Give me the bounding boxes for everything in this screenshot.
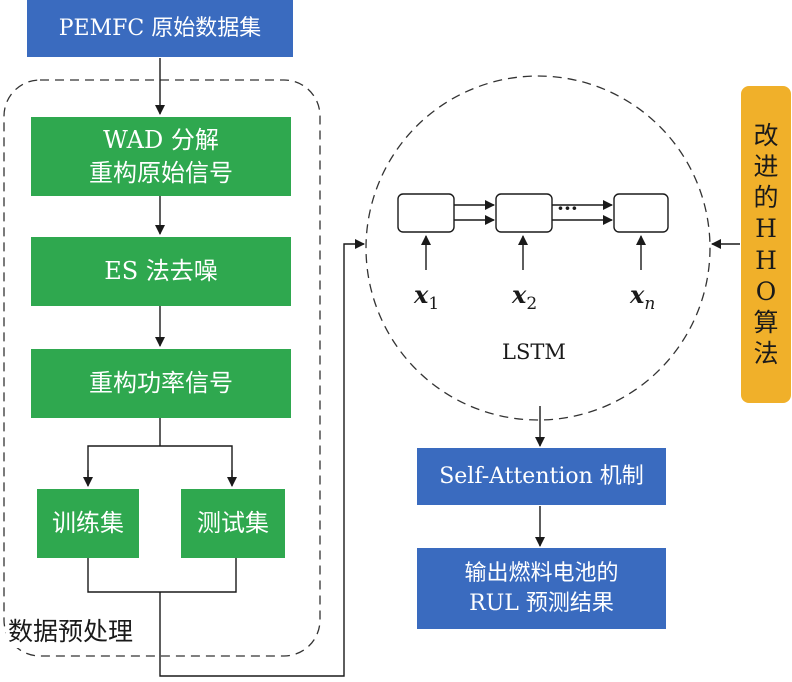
hho-char-7: 算	[753, 308, 779, 337]
input-x2: x2	[512, 280, 537, 314]
input-x2-sub: 2	[526, 293, 538, 314]
wad-label-line2: 重构原始信号	[89, 158, 233, 187]
hho-char-3: 的	[753, 183, 779, 212]
hho-char-5: H	[755, 245, 777, 275]
self-attention-label: Self-Attention 机制	[439, 463, 644, 489]
input-xn-sub: n	[644, 293, 656, 314]
hho-char-2: 进	[753, 151, 779, 181]
output-label-line1: 输出燃料电池的	[464, 560, 619, 586]
hho-char-4: H	[755, 214, 777, 244]
hho-char-6: O	[755, 276, 777, 306]
train-set-label: 训练集	[52, 509, 124, 538]
reconstruct-power-box: 重构功率信号	[31, 349, 291, 418]
split-connector	[87, 418, 233, 484]
wad-box: WAD 分解 重构原始信号	[31, 117, 291, 196]
self-attention-box: Self-Attention 机制	[417, 448, 666, 505]
wad-label-line1: WAD 分解	[103, 126, 219, 155]
output-label-line2: RUL 预测结果	[469, 590, 614, 616]
lstm-label: LSTM	[502, 340, 566, 364]
test-set-box: 测试集	[181, 489, 285, 558]
preprocess-group-boundary	[3, 79, 321, 657]
input-x2-base: x	[512, 280, 527, 309]
es-label: ES 法去噪	[104, 257, 218, 286]
test-set-label: 测试集	[197, 509, 269, 538]
train-set-box: 训练集	[37, 489, 139, 558]
hho-char-8: 法	[753, 339, 779, 369]
improved-hho-box: 改 进 的 H H O 算 法	[741, 86, 791, 403]
merge-connector	[87, 558, 237, 593]
input-x1: x1	[414, 280, 439, 314]
lstm-cell-n	[613, 193, 669, 233]
lstm-circle	[365, 75, 711, 421]
dataset-box: PEMFC 原始数据集	[27, 0, 293, 57]
es-box: ES 法去噪	[31, 237, 291, 306]
lstm-cell-1	[397, 193, 455, 233]
output-box: 输出燃料电池的 RUL 预测结果	[417, 548, 666, 629]
input-x1-base: x	[414, 280, 429, 309]
input-xn: xn	[630, 280, 655, 314]
dataset-label: PEMFC 原始数据集	[58, 15, 262, 41]
hho-char-1: 改	[753, 120, 779, 150]
preprocess-group-label: 数据预处理	[6, 612, 136, 648]
route-to-lstm	[159, 239, 365, 677]
reconstruct-power-label: 重构功率信号	[89, 369, 233, 398]
lstm-dots: ···	[557, 196, 578, 220]
lstm-cell-2	[495, 193, 553, 233]
input-x1-sub: 1	[428, 293, 440, 314]
input-xn-base: x	[630, 280, 645, 309]
